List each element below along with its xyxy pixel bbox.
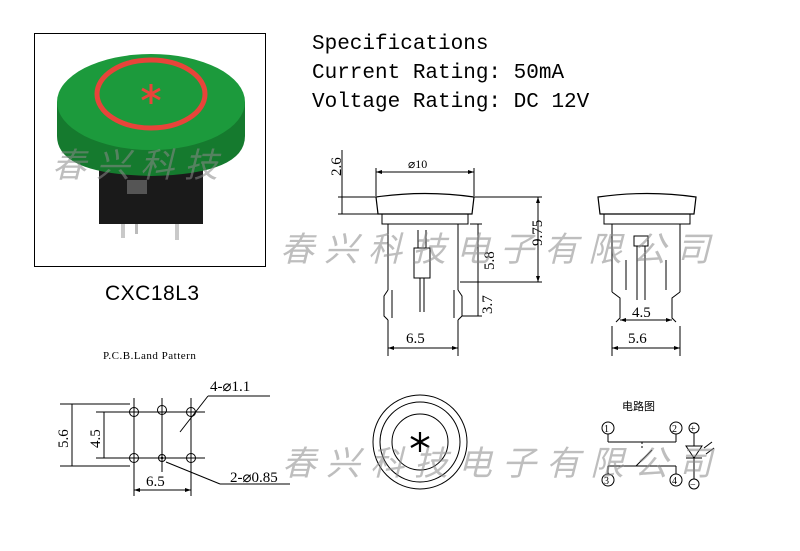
led-icon <box>685 445 703 459</box>
led-minus-label: − <box>690 480 696 491</box>
dim-side-outer: 5.6 <box>628 331 647 347</box>
base-window <box>127 180 147 194</box>
pcb-land-pattern <box>60 395 290 496</box>
pin-label-1: 1 <box>604 424 609 435</box>
dim-pcb-width: 6.5 <box>146 474 165 490</box>
pin-label-3: 3 <box>604 476 609 487</box>
model-number: CXC18L3 <box>105 282 200 305</box>
dim-front-width: 6.5 <box>406 331 425 347</box>
dim-front-dia: ⌀10 <box>408 157 427 171</box>
pin-label-2: 2 <box>672 424 677 435</box>
watermark: 春兴科技电子有限公司 <box>280 230 720 270</box>
red-ring <box>94 57 208 131</box>
specs-voltage: Voltage Rating: DC 12V <box>312 91 590 114</box>
switch-contact <box>635 449 653 467</box>
dim-front-pin-h: 3.7 <box>480 295 496 314</box>
circuit-diagram <box>601 421 715 490</box>
specifications: Specifications Current Rating: 50mA Volt… <box>312 30 589 117</box>
product-photo <box>34 33 266 267</box>
switch-illustration <box>57 54 245 240</box>
pin-label-4: 4 <box>672 476 677 487</box>
pcb-title: P.C.B.Land Pattern <box>103 350 197 362</box>
front-view <box>338 150 542 356</box>
watermark: 春兴科技 <box>52 146 228 186</box>
dim-pcb-inner: 4.5 <box>88 429 104 448</box>
specs-title: Specifications <box>312 33 489 56</box>
dim-front-total-h: 9.75 <box>530 220 546 246</box>
circuit-title: 电路图 <box>622 400 655 413</box>
dim-front-body-h: 5.8 <box>482 251 498 270</box>
led-plus-label: + <box>690 424 696 435</box>
pcb-hole-large-label: 4-⌀1.1 <box>210 379 250 395</box>
asterisk-icon <box>141 84 161 104</box>
top-view <box>372 394 468 490</box>
dim-front-cap-h: 2.6 <box>329 157 345 176</box>
side-view <box>597 192 697 356</box>
pcb-hole-small-label: 2-⌀0.85 <box>230 470 278 486</box>
dim-side-inner: 4.5 <box>632 305 651 321</box>
dim-pcb-outer: 5.6 <box>56 429 72 448</box>
specs-current: Current Rating: 50mA <box>312 62 565 85</box>
watermark: 春兴科技电子有限公司 <box>282 444 722 484</box>
asterisk-icon <box>410 432 430 452</box>
